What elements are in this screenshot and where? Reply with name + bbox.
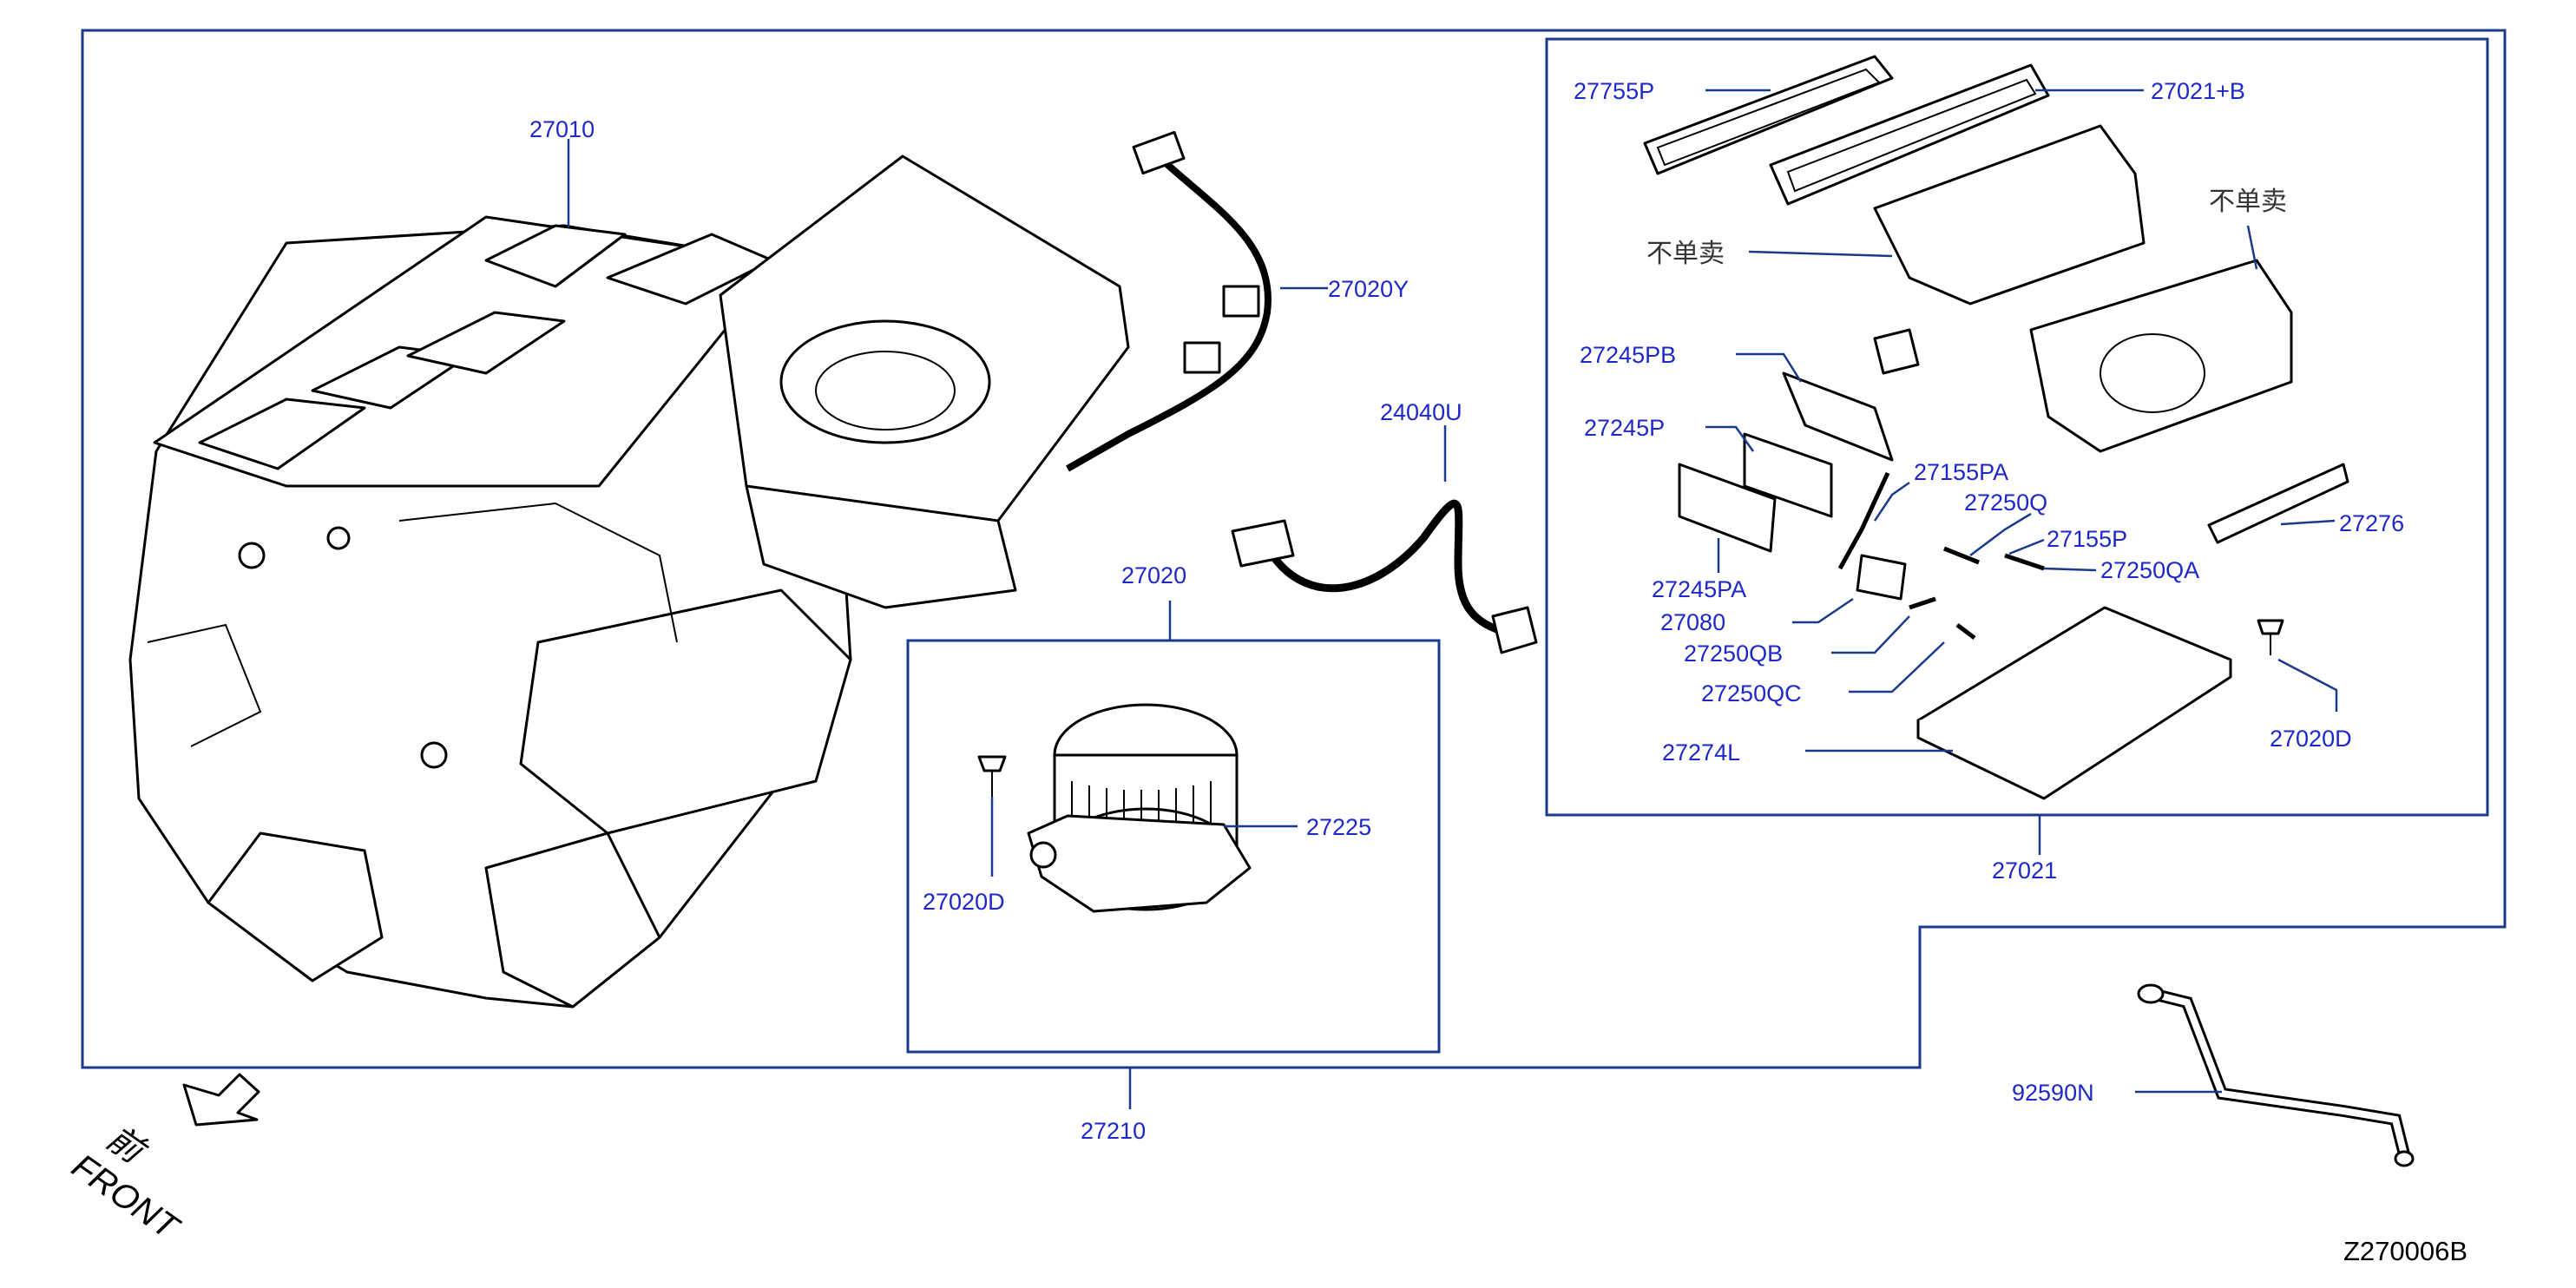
label-27245pb: 27245PB [1580,342,1676,368]
label-27274l: 27274L [1662,739,1740,766]
label-24040u: 24040U [1380,399,1462,425]
label-not-sold-left: 不单卖 [1646,239,1725,269]
drawing-code: Z270006B [2343,1236,2468,1266]
label-27021: 27021 [1992,858,2057,884]
frame-27021 [1545,37,2489,817]
label-27020d-blower: 27020D [923,889,1005,915]
label-27020d-box: 27020D [2270,726,2352,752]
label-27155pa: 27155PA [1914,459,2008,485]
label-27250q: 27250Q [1964,490,2047,516]
label-27250qc: 27250QC [1701,680,1802,706]
label-27276: 27276 [2339,510,2404,536]
front-arrow-icon [182,1073,260,1127]
label-27080: 27080 [1660,609,1725,635]
label-27755p: 27755P [1574,78,1654,104]
label-27020: 27020 [1121,562,1186,588]
blower-motor-drawing [977,703,1252,913]
label-27245pa: 27245PA [1652,576,1746,602]
label-27010: 27010 [529,116,595,142]
label-92590n: 92590N [2012,1080,2094,1106]
frame-27020 [906,639,1441,1054]
label-27250qa: 27250QA [2100,557,2199,583]
harness-27020y-drawing [1066,130,1272,472]
label-27245p: 27245P [1584,415,1665,441]
label-27210: 27210 [1081,1118,1146,1144]
label-not-sold-right: 不单卖 [2209,187,2287,217]
label-27225: 27225 [1306,814,1371,840]
leader-lines [567,89,2338,1109]
drain-hose-drawing [2137,983,2415,1167]
label-27020y: 27020Y [1328,276,1409,302]
label-27021b: 27021+B [2151,78,2245,104]
frame-27210 [81,29,2507,1069]
intake-box-drawing [1643,55,2349,800]
hvac-unit-drawing [128,154,1130,1009]
label-27155p: 27155P [2047,526,2127,552]
harness-24040u-drawing [1231,499,1538,654]
label-27250qb: 27250QB [1684,641,1783,667]
